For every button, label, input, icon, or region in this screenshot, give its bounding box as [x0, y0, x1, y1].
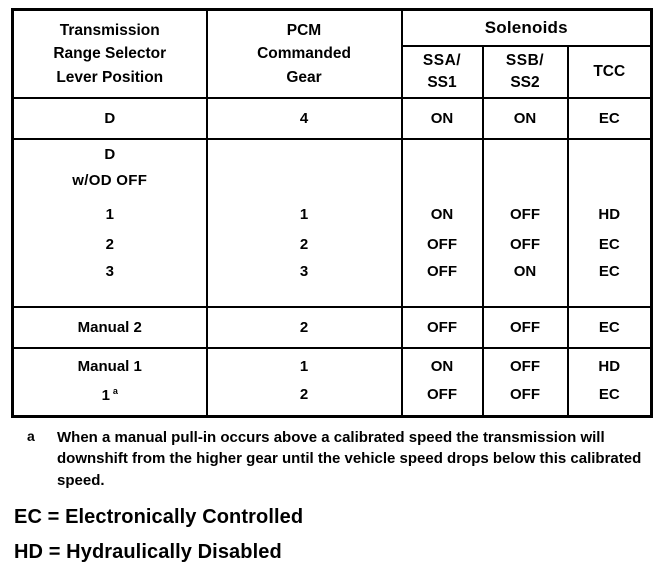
header-row-solenoid-columns: SSA/ SS1 SSB/ SS2 TCC	[13, 45, 653, 99]
ssb-pair-line1: OFF	[510, 357, 540, 375]
cell-ssa-ss1: ON	[400, 97, 484, 140]
column-header-commanded-gear-line1: PCM	[286, 22, 322, 40]
cell-commanded-gear: 4	[205, 97, 403, 140]
transmission-solenoid-table: Transmission Range Selector Lever Positi…	[11, 8, 653, 419]
footnote: a When a manual pull-in occurs above a c…	[14, 427, 654, 491]
gear-group-item-2: 2	[299, 235, 309, 253]
column-header-lever-position-line2: Range Selector	[53, 45, 167, 63]
table-row: D w/OD OFF 1 2 3 1 2 3 ON OFF OFF OF	[11, 137, 653, 308]
cell-tcc-group: HD EC EC	[566, 137, 653, 308]
ssb-group-item-2: OFF	[510, 235, 540, 253]
cell-commanded-gear: 2	[205, 305, 403, 349]
gear-pair-line2: 2	[299, 385, 309, 403]
tcc-group-item-1: HD	[598, 205, 621, 223]
lever-pair-line2-value: 1	[101, 386, 110, 404]
table-body: D 4 ON ON EC D w/OD OFF 1 2 3 1 2 3	[11, 97, 653, 418]
cell-ssa-ss1-pair: ON OFF	[400, 346, 484, 418]
gear-group-item-3: 3	[299, 262, 309, 280]
tcc-pair-line1: HD	[598, 357, 621, 375]
cell-lever-position-group: D w/OD OFF 1 2 3	[11, 137, 208, 308]
header-row-group: Transmission Range Selector Lever Positi…	[11, 8, 653, 99]
cell-ssb-ss2-pair: OFF OFF	[481, 346, 569, 418]
cell-ssb-ss2: ON	[481, 97, 569, 140]
lever-group-item-2: 2	[105, 235, 114, 253]
tcc-group-item-2: EC	[598, 235, 620, 253]
column-header-ssa-ss1-line1: SSA/	[422, 51, 462, 69]
footnote-text: When a manual pull-in occurs above a cal…	[57, 429, 642, 489]
ssb-group-item-3: ON	[513, 262, 537, 280]
table-header: Transmission Range Selector Lever Positi…	[11, 8, 653, 99]
lever-pair-line1: Manual 1	[77, 357, 142, 375]
cell-commanded-gear-group: 1 2 3	[205, 137, 403, 308]
lever-group-title-line2: w/OD OFF	[72, 171, 148, 189]
gear-pair-line1: 1	[299, 357, 309, 375]
footnote-ref-a: a	[112, 385, 118, 396]
lever-group-item-1: 1	[105, 205, 114, 223]
ssa-pair-line2: OFF	[427, 385, 457, 403]
column-header-ssb-ss2-line2: SS2	[510, 74, 540, 91]
ssb-group-item-1: OFF	[510, 205, 540, 223]
cell-lever-position: Manual 2	[11, 305, 208, 349]
ssb-pair-line2: OFF	[510, 385, 540, 403]
column-header-ssa-ss1-line2: SS1	[427, 74, 457, 91]
legend-line-hd: HD = Hydraulically Disabled	[14, 541, 282, 563]
table-row: D 4 ON ON EC	[11, 97, 653, 140]
cell-lever-position: D	[11, 97, 208, 140]
transmission-solenoid-table-container: Transmission Range Selector Lever Positi…	[11, 8, 653, 419]
table-row: Manual 2 2 OFF OFF EC	[11, 305, 653, 349]
lever-group-title-line1: D	[104, 145, 116, 163]
column-header-ssa-ss1: SSA/ SS1	[400, 45, 484, 99]
column-header-lever-position: Transmission Range Selector Lever Positi…	[11, 8, 208, 99]
ssa-group-item-1: ON	[430, 205, 454, 223]
column-header-lever-position-line1: Transmission	[59, 22, 160, 40]
cell-ssa-ss1-group: ON OFF OFF	[400, 137, 484, 308]
lever-group-item-3: 3	[105, 262, 114, 280]
column-header-lever-position-line3: Lever Position	[56, 68, 164, 86]
legend-line-ec: EC = Electronically Controlled	[14, 506, 304, 528]
column-header-commanded-gear-line3: Gear	[286, 68, 322, 86]
cell-tcc-pair: HD EC	[566, 346, 653, 418]
ssa-group-item-3: OFF	[427, 262, 457, 280]
column-header-tcc: TCC	[566, 45, 653, 99]
cell-commanded-gear-pair: 1 2	[205, 346, 403, 418]
gear-group-item-1: 1	[299, 205, 309, 223]
cell-ssb-ss2-group: OFF OFF ON	[481, 137, 569, 308]
ssa-pair-line1: ON	[430, 357, 454, 375]
column-header-ssb-ss2: SSB/ SS2	[481, 45, 569, 99]
column-header-ssb-ss2-line1: SSB/	[505, 51, 545, 69]
cell-ssa-ss1: OFF	[400, 305, 484, 349]
tcc-pair-line2: EC	[598, 385, 620, 403]
ssa-group-item-2: OFF	[427, 235, 457, 253]
column-header-commanded-gear-line2: Commanded	[257, 45, 351, 63]
footnote-marker: a	[27, 428, 35, 444]
cell-tcc: EC	[566, 305, 653, 349]
cell-tcc: EC	[566, 97, 653, 140]
column-group-header-solenoids: Solenoids	[400, 8, 653, 47]
column-header-commanded-gear: PCM Commanded Gear	[205, 8, 403, 99]
tcc-group-item-3: EC	[598, 262, 620, 280]
cell-ssb-ss2: OFF	[481, 305, 569, 349]
